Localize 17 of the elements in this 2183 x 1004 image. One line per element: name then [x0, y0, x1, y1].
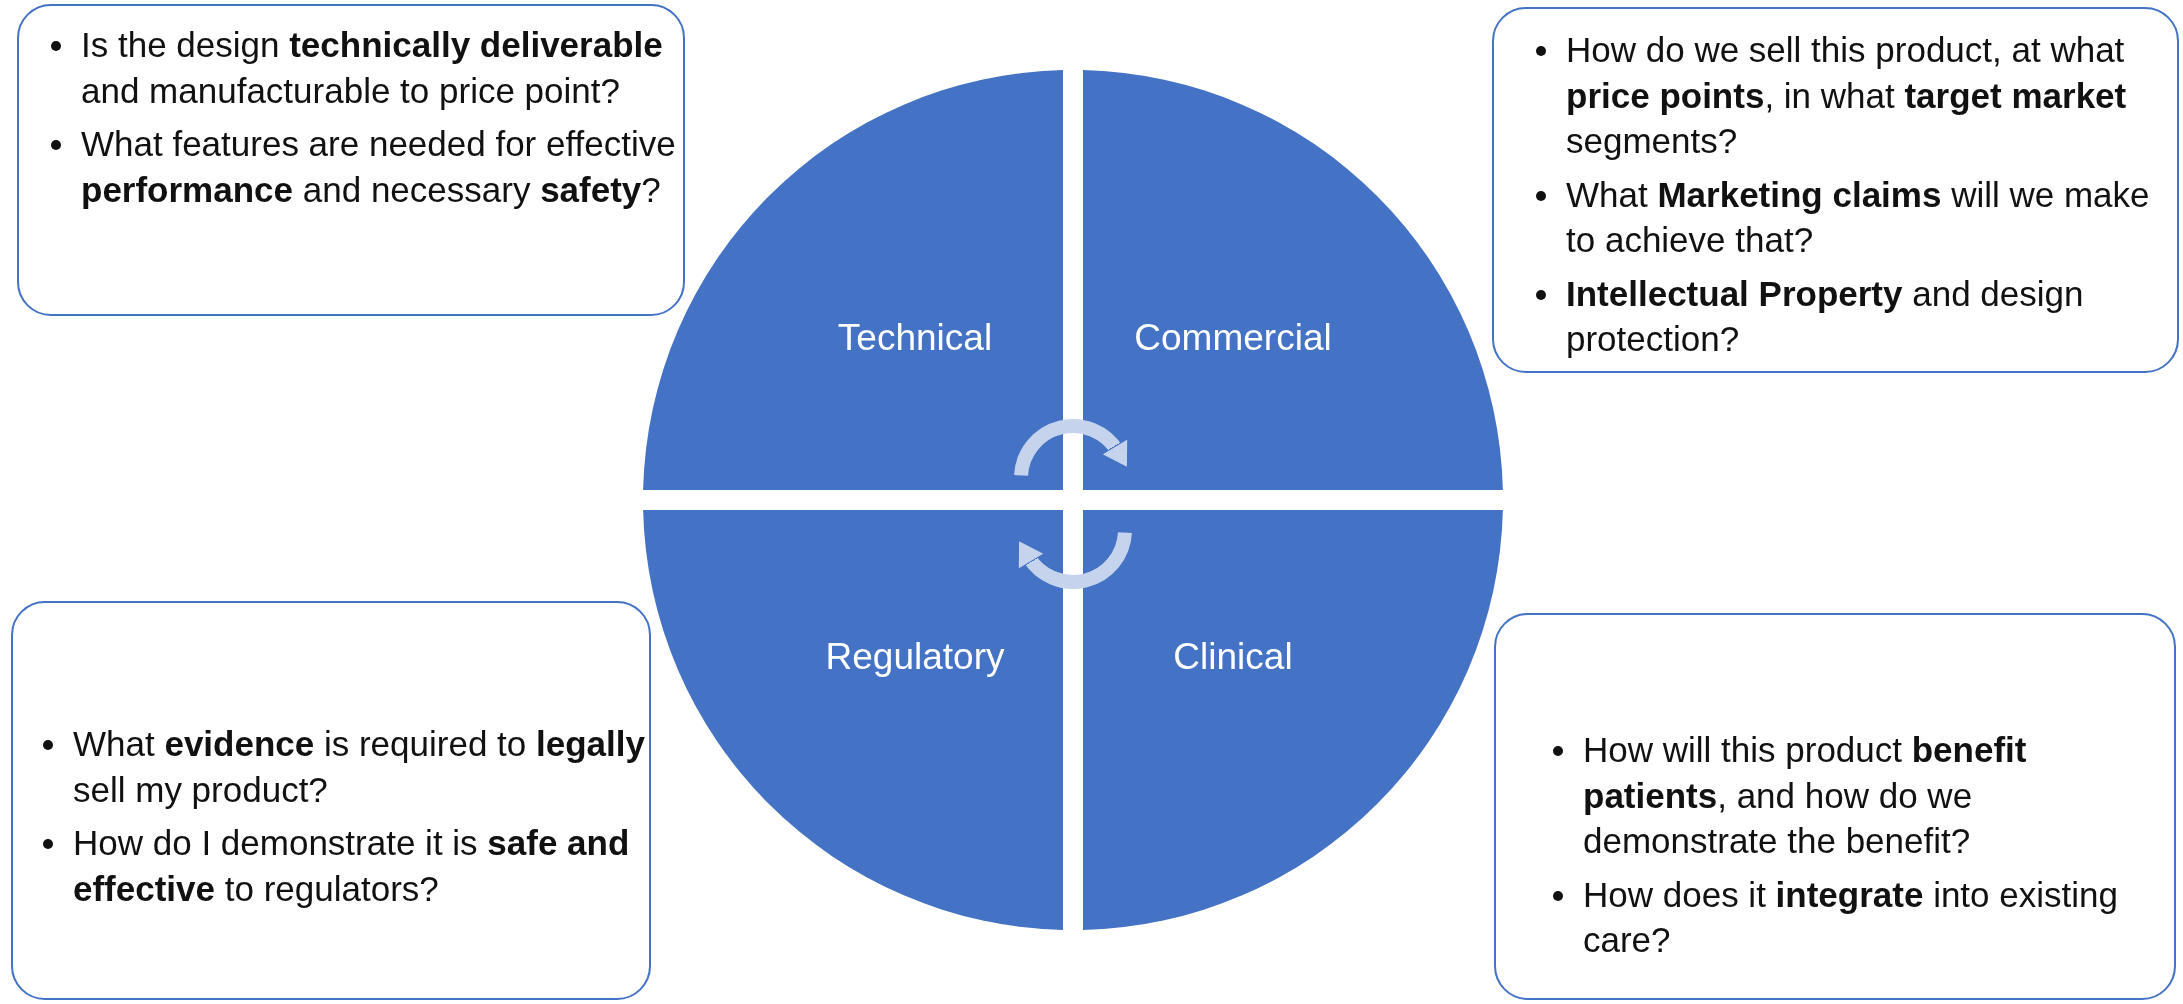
quadrant-label: Commercial — [1134, 317, 1332, 359]
bullet-text: How do I demonstrate it is safe and effective to regulators? — [73, 820, 653, 911]
bullet-text: How do we sell this product, at what price points, in what target market segments? — [1566, 27, 2176, 164]
bullet-text: What features are needed for effective performance and necessary safety? — [81, 121, 701, 212]
bullet-text: Is the design technically deliverable and manufacturable to price point? — [81, 22, 701, 113]
bullet-text: What evidence is required to legally sell my product? — [73, 721, 653, 812]
callout-box — [17, 4, 685, 316]
quadrant-label: Clinical — [1173, 636, 1293, 678]
callout-box — [1494, 613, 2176, 1000]
bullet-text: What Marketing claims will we make to achieve that? — [1566, 171, 2176, 263]
bullet-text: How will this product benefit patients, and how do we demonstrate the benefit? — [1583, 727, 2163, 864]
bullet-text: Intellectual Property and design protection? — [1566, 270, 2176, 362]
quadrant-label: Regulatory — [825, 636, 1005, 678]
bullet-text: How does it integrate into existing care? — [1583, 871, 2163, 963]
callout-box — [11, 601, 651, 1000]
quadrant-label: Technical — [837, 317, 993, 359]
callout-box — [1492, 7, 2179, 373]
